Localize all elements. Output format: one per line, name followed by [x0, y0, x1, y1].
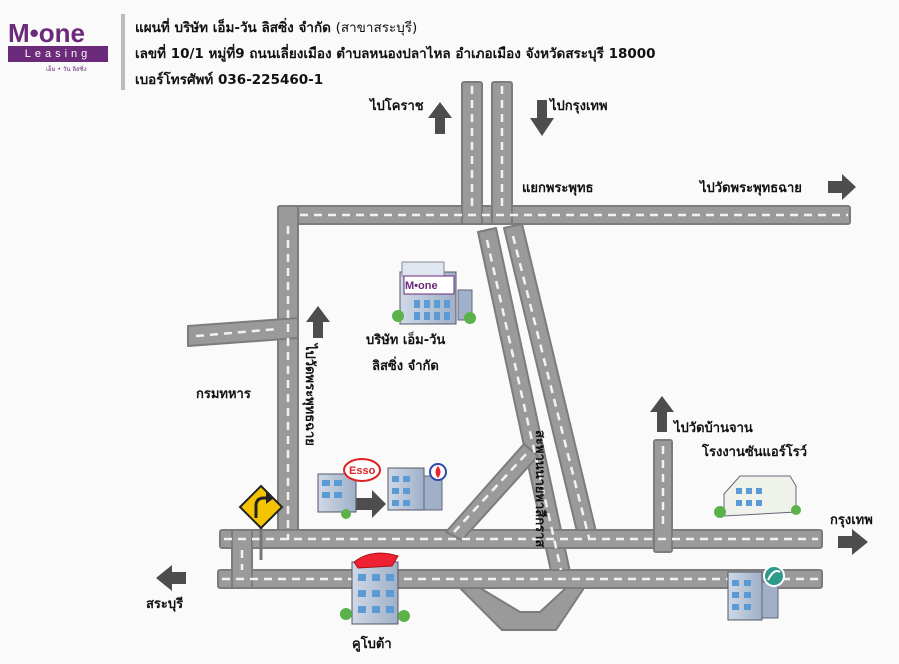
road-bridge-loop	[459, 587, 585, 631]
company-logo: M•one Leasing เอ็ม • วัน ลิสซิ่ง	[6, 18, 108, 73]
header-phone: เบอร์โทรศัพท์ 036-225460-1	[135, 72, 324, 88]
label-wat-ban-chan: ไปวัดบ้านจาน	[672, 419, 753, 436]
road-korat-up	[461, 81, 483, 225]
mone-building-icon	[392, 261, 476, 325]
header-branch: (สาขาสระบุรี)	[335, 20, 418, 36]
label-to-phraphutthachai: ไปวัดพระพุทธฉาย	[698, 179, 802, 196]
sun-aero-factory-icon	[714, 475, 801, 518]
logo-tagline: เอ็ม • วัน ลิสซิ่ง	[46, 66, 87, 73]
arrow-right-phraphutthachai-icon	[828, 174, 856, 200]
label-kubota: คูโบต้า	[352, 635, 392, 652]
header-address: เลขที่ 10/1 หมู่ที่9 ถนนเลี่ยงเมือง ตำบล…	[135, 46, 656, 62]
turn-sign-icon	[238, 484, 284, 560]
label-company-line2: ลิสซิ่ง จำกัด	[372, 356, 439, 374]
bank-building-icon	[727, 565, 785, 621]
label-company-line1: บริษัท เอ็ม-วัน	[366, 330, 445, 348]
arrow-left-saraburi-icon	[156, 565, 186, 591]
lane-markings	[195, 86, 848, 581]
direction-arrows	[156, 100, 868, 591]
map-labels: ไปโคราช ไปกรุงเทพ แยกพระพุทธ ไปวัดพระพุท…	[146, 97, 873, 652]
label-bangkok-right: กรุงเทพ	[830, 513, 873, 528]
label-army-dept: กรมทหาร	[196, 387, 251, 402]
esso-station-icon	[317, 458, 381, 519]
esso-logo: Esso	[349, 465, 376, 477]
arrow-up-vertical-icon	[306, 306, 330, 338]
road-diagonal-left	[445, 443, 539, 541]
header-divider	[121, 14, 125, 90]
label-bridge: สะพานนายพาสีกราส	[532, 430, 548, 547]
road-connector-left	[231, 529, 253, 589]
label-wat-vertical: ไปวัดพระพุทธฉาย	[302, 342, 319, 446]
label-to-korat: ไปโคราช	[368, 97, 424, 114]
arrow-right-esso-icon	[356, 490, 386, 518]
arrow-down-bangkok-icon	[530, 100, 554, 136]
ptt-station-icon	[387, 463, 447, 511]
road-bkk-down	[491, 81, 513, 225]
arrow-up-korat-icon	[428, 102, 452, 134]
logo-sub: Leasing	[8, 46, 108, 62]
header-title-row: แผนที่ บริษัท เอ็ม-วัน ลิสซิ่ง จำกัด (สา…	[135, 16, 417, 38]
label-saraburi: สระบุรี	[146, 596, 183, 612]
logo-brand: M•one	[8, 18, 85, 48]
label-phraphutthabat-junction: แยกพระพุทธ	[522, 181, 594, 196]
arrow-right-bangkok-icon	[838, 529, 868, 555]
arrow-up-watbanchan-icon	[650, 396, 674, 432]
label-sun-aero-factory: โรงงานซันแอร์โรว์	[701, 443, 807, 460]
mone-building-logo: M•one	[405, 280, 438, 292]
kubota-building-icon	[340, 552, 410, 625]
header-title: แผนที่ บริษัท เอ็ม-วัน ลิสซิ่ง จำกัด	[135, 20, 331, 36]
label-to-bangkok-top: ไปกรุงเทพ	[548, 97, 608, 114]
